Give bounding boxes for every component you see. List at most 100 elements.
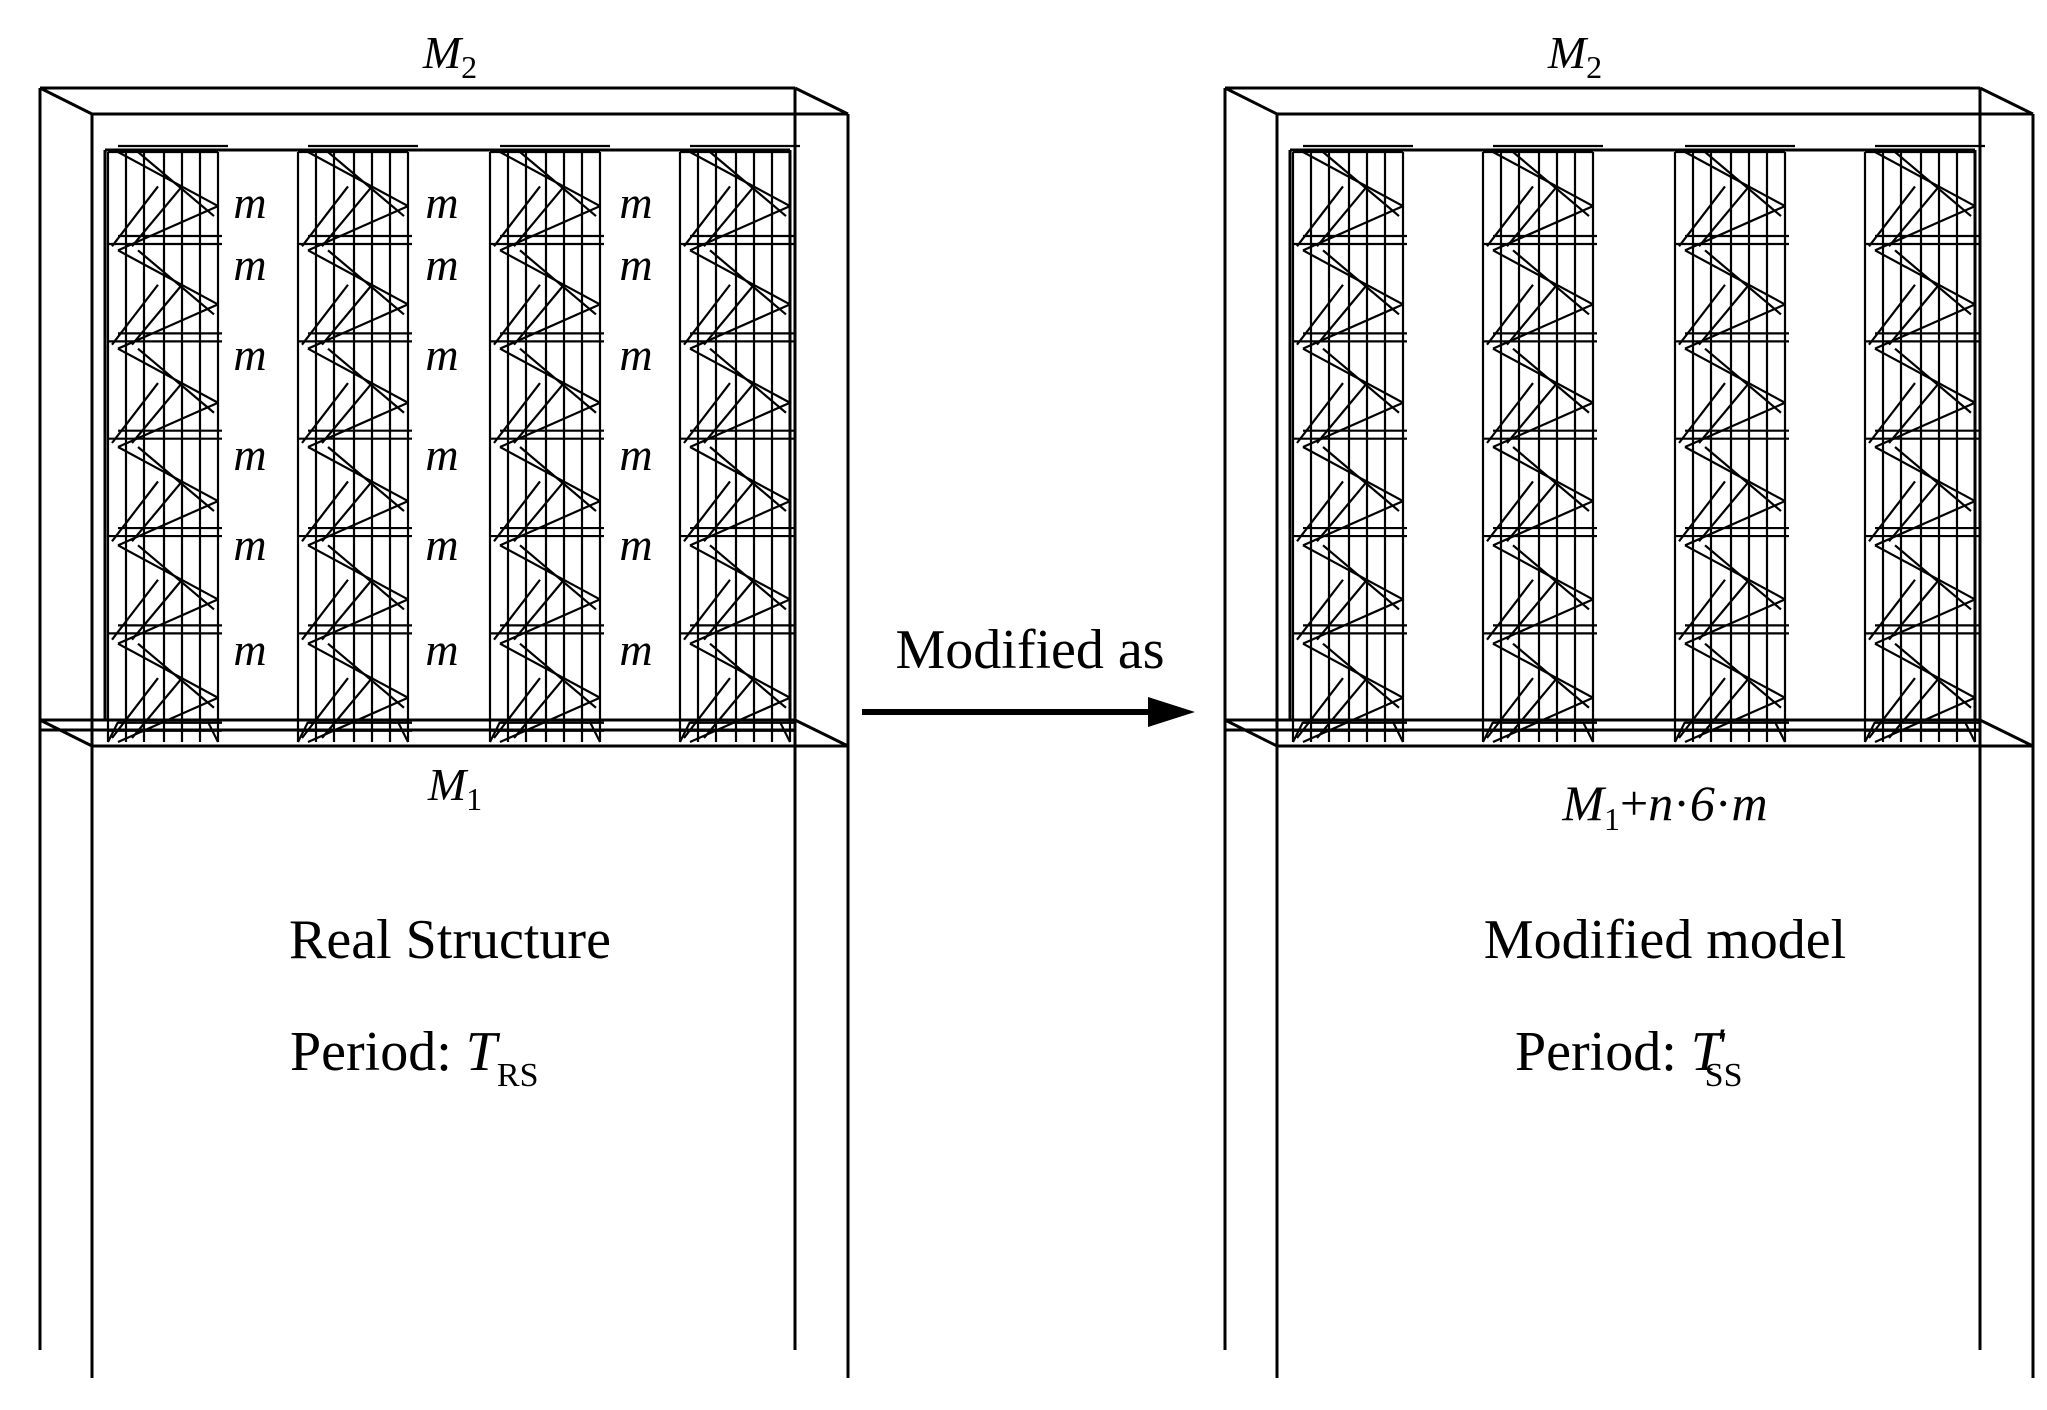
rack-brace (321, 284, 373, 346)
rack-brace (117, 249, 219, 306)
rack-brace (1316, 579, 1368, 641)
rack-brace (1678, 284, 1726, 346)
rack-brace (131, 677, 183, 739)
rack-brace (513, 185, 565, 248)
rack-brace (1316, 677, 1368, 739)
rack-brace (131, 382, 183, 444)
rack-brace (1492, 151, 1594, 208)
rack-brace (1486, 677, 1534, 739)
period-label-left: Period: TRS (290, 1021, 539, 1094)
rack-brace (1868, 579, 1916, 641)
rack-brace (683, 480, 731, 543)
storey-mass-m: m (425, 624, 458, 675)
rack-brace (1874, 249, 1976, 306)
rack-brace (307, 642, 409, 699)
rack-brace (519, 642, 597, 709)
bottom-mass-label-right: M1+n·6·m (1561, 775, 1767, 837)
rack-brace (709, 446, 787, 512)
storey-mass-m: m (233, 624, 266, 675)
rack-brace (301, 480, 349, 543)
rack-brace (1894, 151, 1972, 217)
rack-brace (307, 249, 409, 306)
rack-brace (321, 480, 373, 543)
arrow-label: Modified as (895, 619, 1164, 681)
rack-brace (301, 185, 349, 248)
rack-brace (689, 544, 791, 601)
rack-foot (779, 721, 791, 743)
rack-brace (1868, 480, 1916, 543)
rack-4 (678, 144, 800, 744)
rack-brace (1698, 185, 1750, 248)
rack-brace (321, 185, 373, 248)
rack-brace (117, 642, 219, 699)
rack-brace (1322, 642, 1400, 709)
rack-brace (1678, 185, 1726, 248)
rack-brace (493, 185, 541, 248)
rack-brace (499, 544, 601, 601)
rack-brace (1684, 151, 1786, 208)
rack-brace (307, 446, 409, 503)
rack-brace (709, 642, 787, 709)
rack-brace (1704, 249, 1782, 316)
rack-brace (131, 284, 183, 346)
rack-brace (1302, 347, 1404, 404)
rack-brace (703, 677, 755, 739)
rack-brace (1888, 284, 1940, 346)
rack-brace (1678, 677, 1726, 739)
rack-brace (1296, 382, 1344, 444)
rack-brace (1888, 677, 1940, 739)
rack-3 (488, 144, 610, 744)
top-mass-label-right: M2 (1547, 27, 1602, 85)
rack-brace (1874, 642, 1976, 699)
rack-brace (493, 382, 541, 444)
rack-brace (683, 382, 731, 444)
rack-brace (1868, 284, 1916, 346)
period-label-right: Period: T′SS (1515, 1020, 1743, 1094)
rack-brace (1678, 579, 1726, 641)
rack-brace (703, 284, 755, 346)
rack-brace (519, 347, 597, 414)
arrow-head (1148, 697, 1195, 727)
rack-brace (1322, 347, 1400, 414)
rack-brace (1316, 284, 1368, 346)
rack-brace (1302, 151, 1404, 208)
storey-mass-m: m (233, 239, 266, 290)
top-beam-side-right (1979, 86, 2034, 116)
rack-brace (519, 544, 597, 611)
storey-mass-m: m (619, 329, 652, 380)
rack-brace (1506, 185, 1558, 248)
rack-brace (307, 151, 409, 208)
top-beam-side-left (39, 86, 93, 116)
rack-brace (1492, 544, 1594, 601)
rack-brace (1322, 446, 1400, 512)
rack-brace (1492, 249, 1594, 306)
rack-foot (397, 721, 409, 743)
rack-brace (683, 579, 731, 641)
rack-brace (683, 284, 731, 346)
rack-brace (1888, 185, 1940, 248)
rack-foot (1392, 721, 1404, 743)
rack-brace (1512, 642, 1590, 709)
rack-brace (1684, 347, 1786, 404)
storey-mass-m: m (425, 239, 458, 290)
rack-brace (513, 677, 565, 739)
panel-title-left: Real Structure (289, 909, 611, 971)
rack-foot (1674, 721, 1686, 743)
rack-brace (1506, 480, 1558, 543)
rack-brace (683, 185, 731, 248)
rack-2 (296, 144, 418, 744)
rack-brace (689, 249, 791, 306)
rack-brace (1868, 382, 1916, 444)
bottom-plate-side-right (1979, 718, 2034, 748)
rack-brace (1868, 185, 1916, 248)
bottom-plate-side-right (794, 718, 849, 748)
rack-brace (1894, 642, 1972, 709)
storey-mass-m: m (233, 329, 266, 380)
rack-brace (307, 544, 409, 601)
rack-brace (111, 382, 159, 444)
rack-brace (709, 249, 787, 316)
rack-brace (709, 544, 787, 611)
rack-brace (1302, 642, 1404, 699)
rack-brace (117, 347, 219, 404)
